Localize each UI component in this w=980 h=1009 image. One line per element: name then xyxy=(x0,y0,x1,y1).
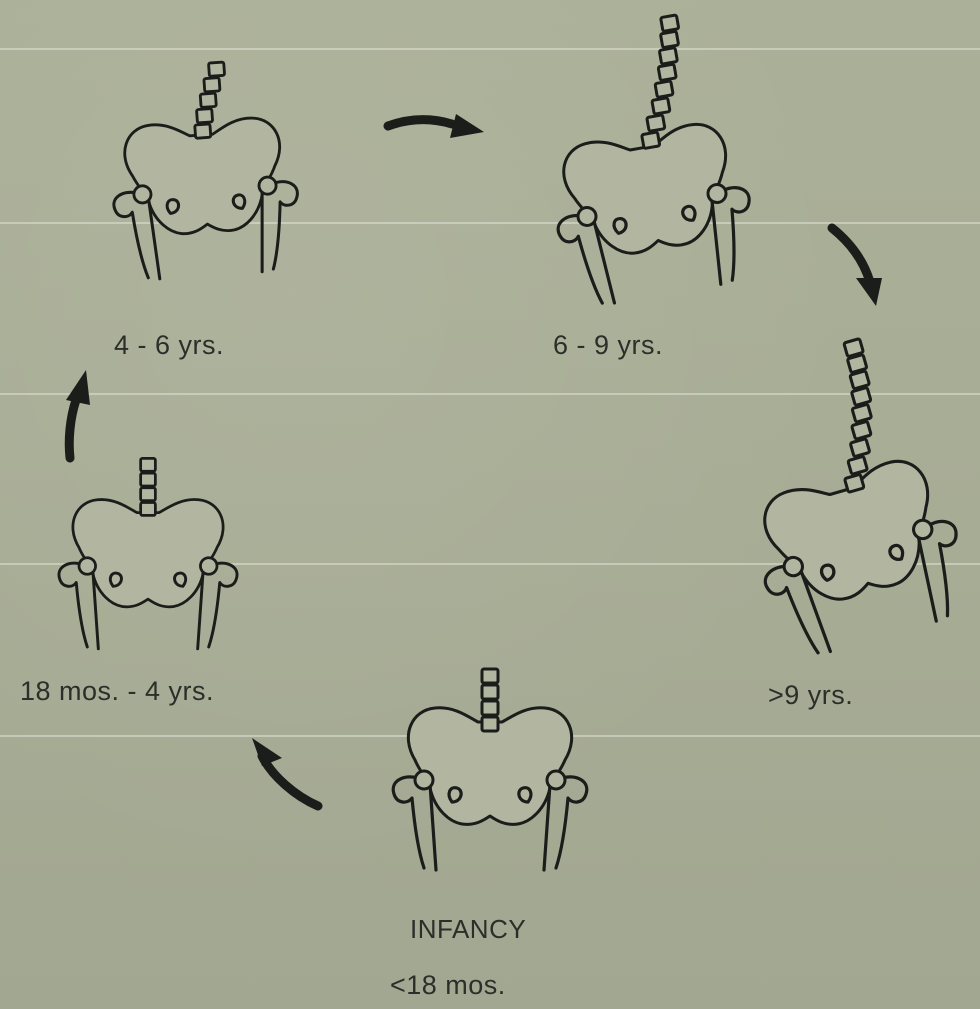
stage-label-toddler: 18 mos. - 4 yrs. xyxy=(20,676,214,707)
stage-label-infancy: <18 mos. xyxy=(390,970,506,1001)
stage-label-mid-child: 6 - 9 yrs. xyxy=(553,330,663,361)
pelvis-toddler xyxy=(59,458,237,648)
stage-title-infancy: INFANCY xyxy=(410,914,526,945)
pelvis-mid-child xyxy=(525,8,763,310)
pelvis-late-child xyxy=(708,328,978,664)
arrow-early-to-mid xyxy=(388,114,484,138)
stage-label-early-child: 4 - 6 yrs. xyxy=(114,330,224,361)
stage-label-late-child: >9 yrs. xyxy=(768,680,853,711)
arrow-infancy-to-toddler xyxy=(252,738,318,806)
pelvis-early-child xyxy=(104,58,302,282)
pelvis-infancy xyxy=(393,669,587,870)
arrow-toddler-to-early xyxy=(66,370,90,458)
arrow-mid-to-late xyxy=(832,228,882,306)
